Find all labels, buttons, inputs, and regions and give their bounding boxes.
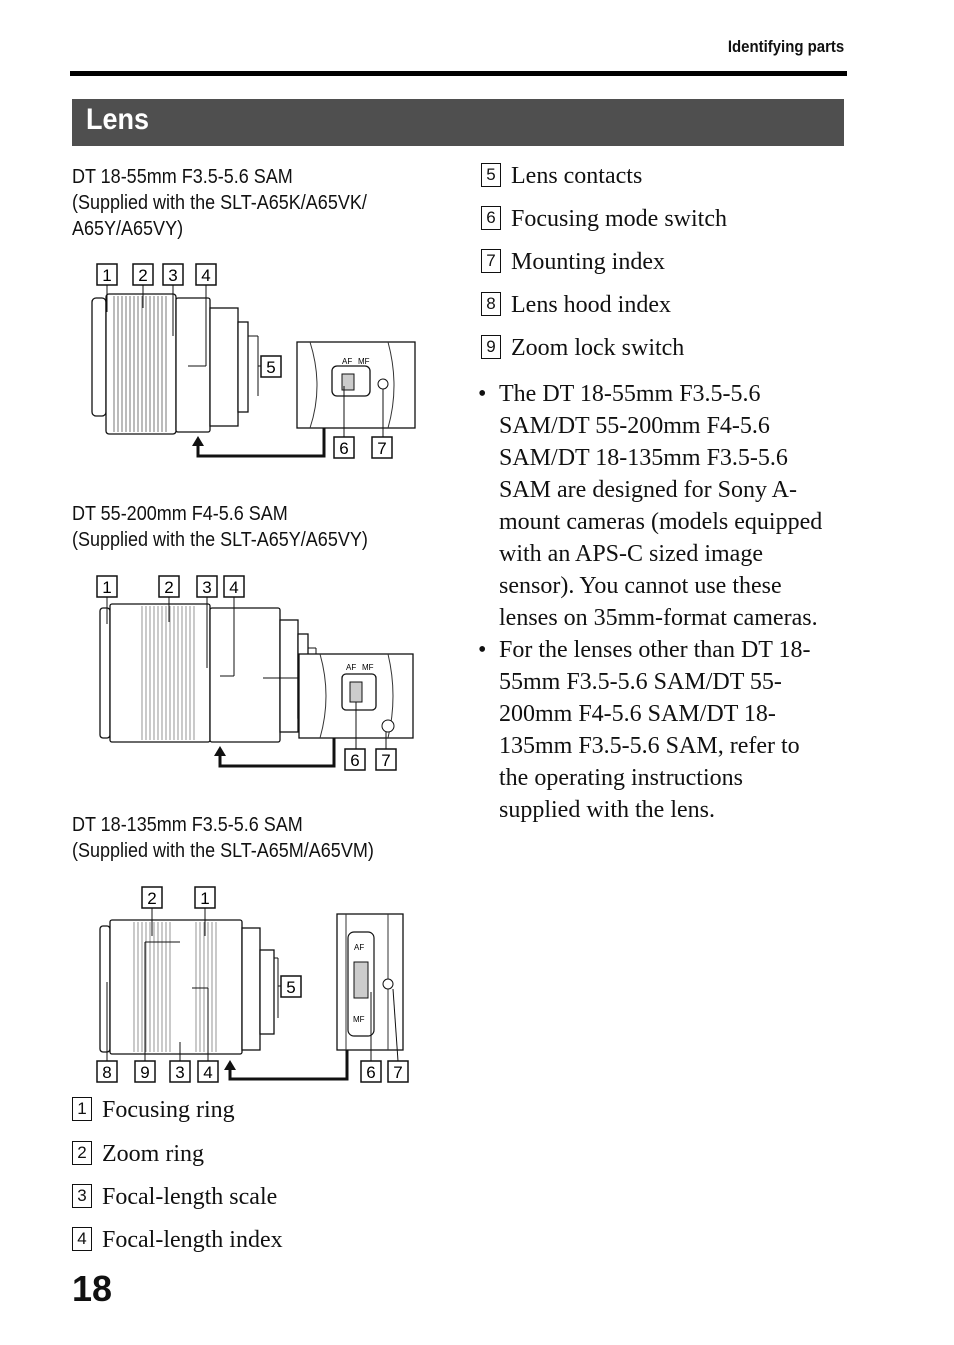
lens2-af-label: AF	[346, 663, 356, 672]
lens3-diagram: 2 1 5 8 9 3 4 6 7	[96, 886, 409, 1083]
callout-3: 3	[175, 1063, 184, 1082]
callout-2: 2	[164, 578, 173, 597]
lens1-body	[91, 293, 249, 435]
page-number: 18	[72, 1268, 113, 1309]
callout-3: 3	[202, 578, 211, 597]
notes: • The DT 18-55mm F3.5-5.6 SAM/DT 55-200m…	[478, 378, 848, 826]
lens2-arrow	[218, 738, 336, 768]
header-rule	[70, 71, 847, 76]
lens1-callouts: 1 2 3 4 5 6 7	[96, 263, 393, 459]
lens1-leaders	[106, 285, 261, 396]
callout-4: 4	[203, 1063, 212, 1082]
bullet-icon: •	[478, 381, 487, 407]
lens2-mf-label: MF	[362, 663, 374, 672]
lens2-supplied: (Supplied with the SLT-A65Y/A65VY)	[72, 529, 368, 551]
lens3-leaders	[106, 908, 281, 1061]
lens1-af-label: AF	[342, 357, 352, 366]
callout-3: 3	[168, 266, 177, 285]
lens1-arrow	[196, 428, 326, 458]
lens2-caption: DT 55-200mm F4-5.6 SAM (Supplied with th…	[72, 501, 368, 553]
lens1-focus-ring-texture	[113, 296, 167, 432]
running-header: Identifying parts	[727, 37, 844, 56]
callout-4: 4	[201, 266, 210, 285]
callout-1: 1	[102, 578, 111, 597]
lens1-supplied-2: A65Y/A65VY)	[72, 218, 184, 240]
note-other-lenses: • For the lenses other than DT 18- 55mm …	[478, 634, 848, 826]
callout-5: 5	[266, 358, 275, 377]
callout-1: 1	[102, 266, 111, 285]
lens3-mf-label: MF	[353, 1015, 365, 1024]
lens3-ring-texture	[133, 922, 217, 1052]
callout-2: 2	[147, 889, 156, 908]
callout-7: 7	[377, 439, 386, 458]
lens2-switch-inset: AF MF	[298, 653, 414, 749]
callout-7: 7	[393, 1063, 402, 1082]
lens2-name: DT 55-200mm F4-5.6 SAM	[72, 503, 288, 525]
bullet-icon: •	[478, 637, 487, 663]
callout-9: 9	[140, 1063, 149, 1082]
lens1-supplied-1: (Supplied with the SLT-A65K/A65VK/	[72, 192, 367, 214]
callout-4: 4	[229, 578, 238, 597]
lens3-callouts: 2 1 5 8 9 3 4 6 7	[96, 886, 409, 1083]
lens3-name: DT 18-135mm F3.5-5.6 SAM	[72, 814, 303, 836]
section-title-bar: Lens	[72, 99, 844, 146]
callout-1: 1	[200, 889, 209, 908]
lens3-supplied: (Supplied with the SLT-A65M/A65VM)	[72, 840, 374, 862]
lens3-body	[99, 919, 275, 1055]
lens3-af-label: AF	[354, 943, 364, 952]
lens2-ring-texture	[141, 606, 195, 740]
callout-5: 5	[286, 978, 295, 997]
lens1-diagram: 1 2 3 4 5 6 7	[91, 263, 416, 459]
lens3-arrow	[228, 1050, 349, 1081]
lens1-name: DT 18-55mm F3.5-5.6 SAM	[72, 166, 293, 188]
lens1-switch-inset: AF MF	[296, 341, 416, 437]
callout-6: 6	[339, 439, 348, 458]
callout-6: 6	[350, 751, 359, 770]
callout-7: 7	[381, 751, 390, 770]
callout-2: 2	[138, 266, 147, 285]
lens1-caption: DT 18-55mm F3.5-5.6 SAM (Supplied with t…	[72, 164, 367, 242]
note-compatibility: • The DT 18-55mm F3.5-5.6 SAM/DT 55-200m…	[478, 378, 848, 634]
lens1-mf-label: MF	[358, 357, 370, 366]
callout-6: 6	[366, 1063, 375, 1082]
lens3-switch-inset: AF MF	[336, 913, 404, 1062]
section-title: Lens	[86, 103, 150, 136]
lens3-caption: DT 18-135mm F3.5-5.6 SAM (Supplied with …	[72, 812, 374, 864]
lens2-diagram: 1 2 3 4 5 6 7	[96, 575, 414, 771]
callout-8: 8	[102, 1063, 111, 1082]
lens2-body	[99, 603, 309, 743]
